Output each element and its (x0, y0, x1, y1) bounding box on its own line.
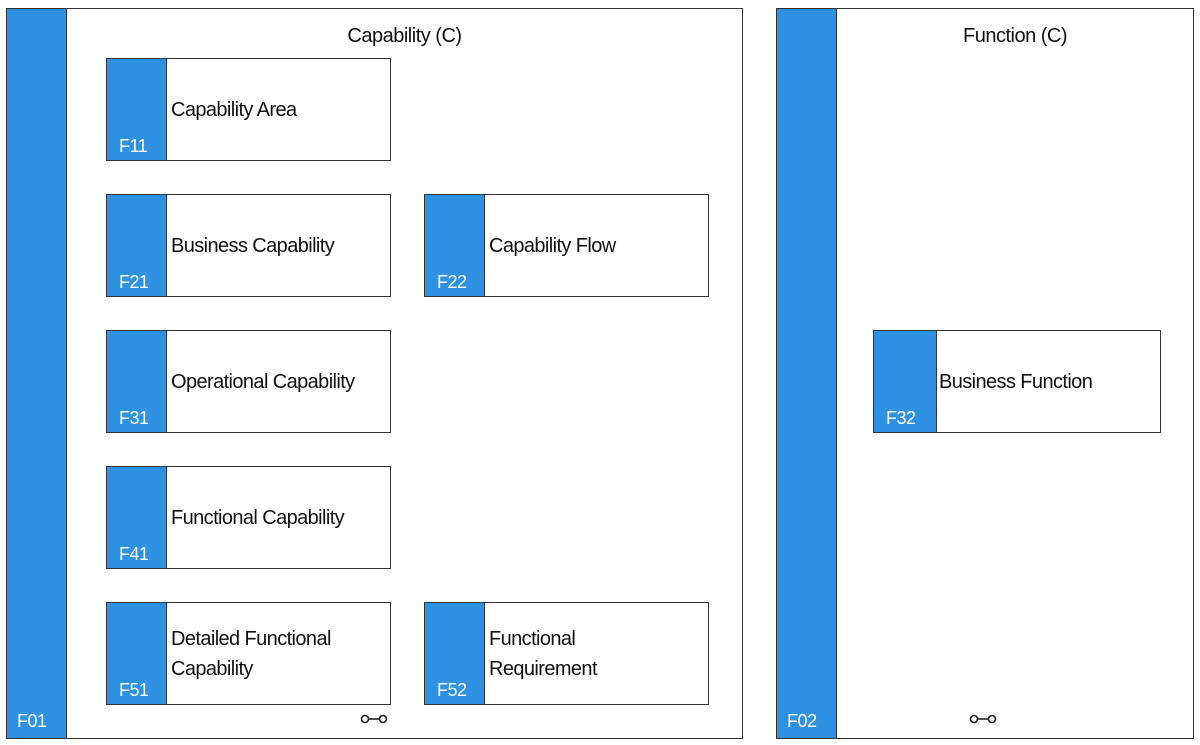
box-code: F51 (119, 680, 149, 700)
box-code: F11 (119, 136, 148, 156)
container-title: Function (C) (962, 25, 1068, 47)
box-color-bar: F22 (425, 195, 485, 296)
box-code: F41 (119, 544, 149, 564)
box-label: Functional Requirement (489, 603, 704, 704)
box-code: F52 (437, 680, 467, 700)
box-label: Business Capability (171, 234, 335, 257)
container-color-bar: F01 (7, 9, 67, 738)
box-label: Operational Capability (171, 370, 355, 393)
box-color-bar: F32 (874, 331, 937, 432)
box-code: F31 (119, 408, 149, 428)
business-function-box[interactable]: F32 Business Function (873, 330, 1161, 433)
capability-flow-box[interactable]: F22 Capability Flow (424, 194, 709, 297)
box-color-bar: F51 (107, 603, 167, 704)
box-code: F22 (437, 272, 467, 292)
box-color-bar: F21 (107, 195, 167, 296)
capability-area-box[interactable]: F11 Capability Area (106, 58, 391, 161)
functional-capability-box[interactable]: F41 Functional Capability (106, 466, 391, 569)
box-label: Detailed Functional Capability (171, 603, 386, 704)
box-label-line: Capability (171, 658, 253, 680)
box-code: F32 (886, 408, 916, 428)
container-code: F02 (787, 711, 817, 731)
container-color-bar: F02 (777, 9, 837, 738)
box-label: Business Function (939, 370, 1093, 393)
box-color-bar: F52 (425, 603, 485, 704)
box-label-line: Requirement (489, 658, 598, 680)
box-color-bar: F41 (107, 467, 167, 568)
container-title: Capability (C) (347, 25, 462, 47)
box-color-bar: F11 (107, 59, 167, 160)
box-label-line: Functional (489, 628, 576, 650)
box-code: F21 (119, 272, 149, 292)
box-label-line: Detailed Functional (171, 628, 331, 650)
box-label: Capability Area (171, 98, 297, 121)
operational-capability-box[interactable]: F31 Operational Capability (106, 330, 391, 433)
container-code: F01 (17, 711, 47, 731)
functional-requirement-box[interactable]: F52 Functional Requirement (424, 602, 709, 705)
box-label: Capability Flow (489, 234, 616, 257)
link-icon[interactable] (360, 714, 388, 724)
detailed-functional-capability-box[interactable]: F51 Detailed Functional Capability (106, 602, 391, 705)
box-label: Functional Capability (171, 506, 345, 529)
business-capability-box[interactable]: F21 Business Capability (106, 194, 391, 297)
box-color-bar: F31 (107, 331, 167, 432)
link-icon[interactable] (969, 714, 997, 724)
